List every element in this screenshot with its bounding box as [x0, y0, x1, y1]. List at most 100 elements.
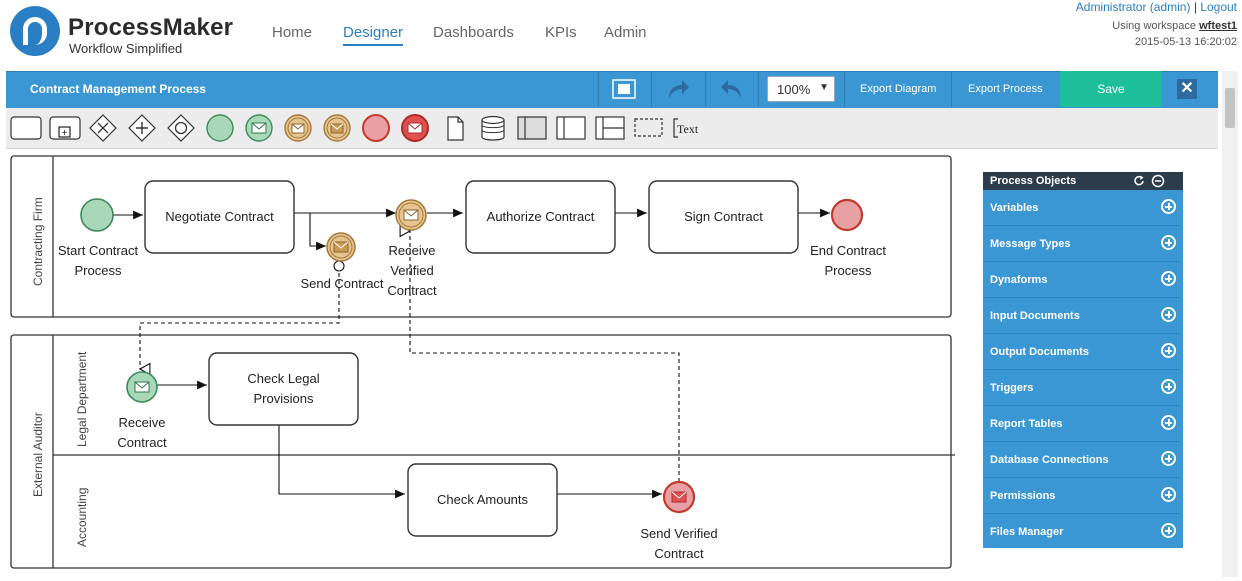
- end-message-event-tool-icon[interactable]: [401, 114, 429, 142]
- receive-contract-event[interactable]: [126, 371, 158, 403]
- process-title: Contract Management Process: [30, 82, 207, 96]
- chevron-down-icon: ▼: [819, 82, 829, 93]
- designer-toolbar: [6, 71, 1218, 108]
- panel-header: Process Objects: [983, 172, 1183, 190]
- panel-item-database-connections[interactable]: Database Connections: [983, 442, 1179, 478]
- vertical-scrollbar[interactable]: [1222, 71, 1238, 577]
- parallel-gateway-tool-icon[interactable]: [128, 114, 156, 142]
- add-icon: [1161, 451, 1176, 466]
- text-tool-label: Text: [677, 122, 699, 136]
- save-button[interactable]: Save: [1060, 71, 1162, 107]
- panel-item-message-types[interactable]: Message Types: [983, 226, 1179, 262]
- panel-item-files-manager[interactable]: Files Manager: [983, 514, 1179, 549]
- panel-item-dynaforms[interactable]: Dynaforms: [983, 262, 1179, 298]
- scrollbar-thumb[interactable]: [1225, 88, 1235, 128]
- user-info: Administrator (admin) | Logout: [1076, 0, 1237, 14]
- workspace-info: Using workspace wftest1: [1112, 20, 1237, 32]
- nav-designer[interactable]: Designer: [343, 24, 404, 46]
- brand-name: ProcessMaker: [68, 14, 234, 41]
- end-event[interactable]: [830, 198, 864, 232]
- panel-item-input-documents[interactable]: Input Documents: [983, 298, 1179, 334]
- nav-admin[interactable]: Admin: [604, 24, 647, 41]
- panel-title: Process Objects: [990, 175, 1077, 187]
- brand-tagline: Workflow Simplified: [69, 41, 183, 56]
- task-authorize-contract[interactable]: [465, 180, 616, 254]
- panel-item-triggers[interactable]: Triggers: [983, 370, 1179, 406]
- task-tool-icon[interactable]: [10, 116, 42, 140]
- add-icon: [1161, 199, 1176, 214]
- nav-kpis[interactable]: KPIs: [545, 24, 577, 41]
- export-process-button[interactable]: Export Process: [968, 83, 1043, 95]
- add-icon: [1161, 487, 1176, 502]
- add-icon: [1161, 271, 1176, 286]
- intermediate-send-event-tool-icon[interactable]: [323, 114, 351, 142]
- panel-item-report-tables[interactable]: Report Tables: [983, 406, 1179, 442]
- start-event[interactable]: [80, 198, 114, 232]
- task-negotiate-contract[interactable]: [144, 180, 295, 254]
- lane-label-accounting: Accounting: [75, 487, 89, 547]
- panel-item-variables[interactable]: Variables: [983, 190, 1179, 226]
- send-verified-event[interactable]: [662, 480, 696, 514]
- lane-tool-icon[interactable]: [556, 116, 586, 140]
- data-store-tool-icon[interactable]: [481, 115, 505, 141]
- redo-icon[interactable]: [666, 78, 690, 100]
- process-objects-panel: [983, 172, 1183, 548]
- user-separator: |: [1193, 0, 1197, 14]
- close-icon[interactable]: ✕: [1177, 79, 1197, 99]
- undo-icon[interactable]: [720, 78, 744, 100]
- intermediate-receive-event-tool-icon[interactable]: [284, 114, 312, 142]
- event-label-send-contract: Send Contract: [300, 276, 384, 291]
- zoom-select[interactable]: 100% ▼: [767, 76, 835, 102]
- start-event-tool-icon[interactable]: [206, 114, 234, 142]
- task-label-authorize: Authorize Contract: [486, 209, 595, 224]
- data-object-tool-icon[interactable]: [447, 116, 464, 141]
- zoom-value: 100%: [777, 82, 811, 97]
- add-icon: [1161, 379, 1176, 394]
- svg-text:+: +: [62, 128, 68, 139]
- lane-split-tool-icon[interactable]: [595, 116, 625, 140]
- group-tool-icon[interactable]: [634, 118, 663, 137]
- subprocess-tool-icon[interactable]: +: [49, 116, 81, 140]
- add-icon: [1161, 343, 1176, 358]
- add-icon: [1161, 415, 1176, 430]
- task-check-amounts[interactable]: [407, 463, 558, 537]
- export-diagram-button[interactable]: Export Diagram: [860, 83, 937, 95]
- user-link[interactable]: Administrator (admin): [1075, 0, 1191, 14]
- task-label-sign: Sign Contract: [684, 209, 763, 224]
- collapse-icon[interactable]: [1151, 174, 1165, 188]
- datetime: 2015-05-13 16:20:02: [1134, 36, 1237, 48]
- add-icon: [1161, 307, 1176, 322]
- text-annotation-tool-icon[interactable]: Text: [673, 118, 699, 138]
- panel-item-permissions[interactable]: Permissions: [983, 478, 1179, 514]
- shapes-palette: +: [10, 114, 699, 142]
- start-message-event-tool-icon[interactable]: [245, 114, 273, 142]
- pool-label-external-auditor: External Auditor: [31, 412, 45, 497]
- task-label-negotiate: Negotiate Contract: [165, 209, 274, 224]
- panel-item-output-documents[interactable]: Output Documents: [983, 334, 1179, 370]
- receive-verified-event[interactable]: [395, 199, 427, 231]
- task-check-legal-provisions[interactable]: [208, 352, 359, 426]
- inclusive-gateway-tool-icon[interactable]: [167, 114, 195, 142]
- nav-dashboards[interactable]: Dashboards: [433, 24, 514, 41]
- send-contract-event[interactable]: [326, 232, 356, 262]
- task-label-check-amounts: Check Amounts: [436, 492, 529, 507]
- workspace-prefix: Using workspace: [1112, 20, 1197, 32]
- logout-link[interactable]: Logout: [1200, 0, 1237, 14]
- task-sign-contract[interactable]: [648, 180, 799, 254]
- process-diagram[interactable]: [0, 148, 975, 581]
- add-icon: [1161, 523, 1176, 538]
- workspace-name: wftest1: [1199, 20, 1237, 32]
- refresh-icon[interactable]: [1133, 175, 1145, 187]
- end-event-tool-icon[interactable]: [362, 114, 390, 142]
- fullscreen-icon[interactable]: [612, 79, 636, 99]
- lane-label-legal: Legal Department: [75, 351, 89, 447]
- nav-home[interactable]: Home: [272, 24, 313, 41]
- exclusive-gateway-tool-icon[interactable]: [89, 114, 117, 142]
- processmaker-logo-icon: [10, 6, 60, 56]
- pool-tool-icon[interactable]: [517, 116, 547, 140]
